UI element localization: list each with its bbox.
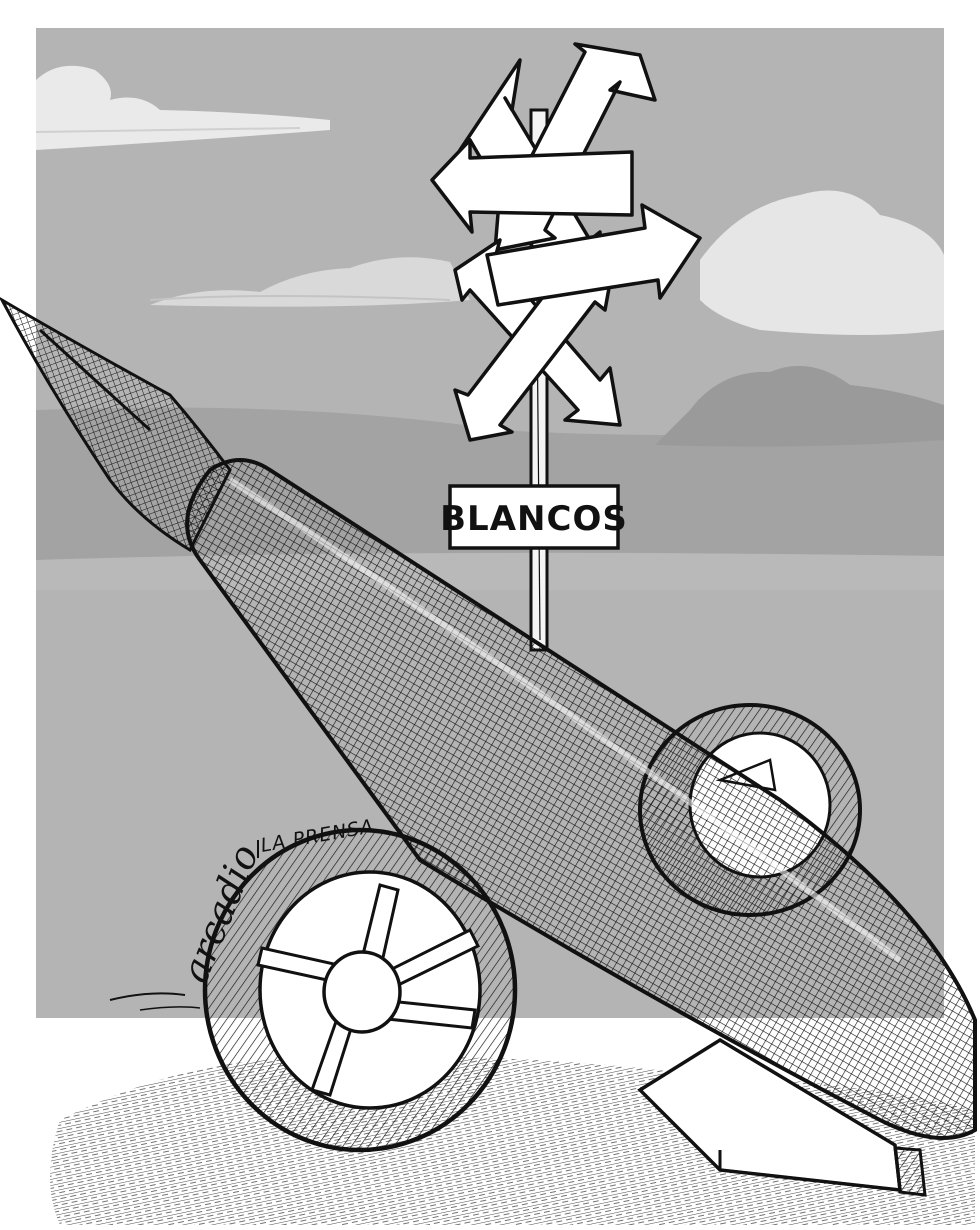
front-wheel	[202, 827, 518, 1153]
sign-label: BLANCOS	[440, 499, 628, 539]
cannon-carriage	[637, 1037, 927, 1197]
direction-arrows	[430, 42, 702, 442]
cloud-mid-left	[149, 257, 470, 307]
pen-nib	[0, 297, 232, 553]
cloud-top-left	[35, 65, 330, 150]
targets-sign: BLANCOS	[440, 484, 628, 550]
arrow-right-icon	[485, 203, 702, 307]
cloud-right	[655, 190, 944, 447]
wheel-hub	[322, 950, 402, 1034]
arrow-left-icon	[430, 138, 634, 234]
